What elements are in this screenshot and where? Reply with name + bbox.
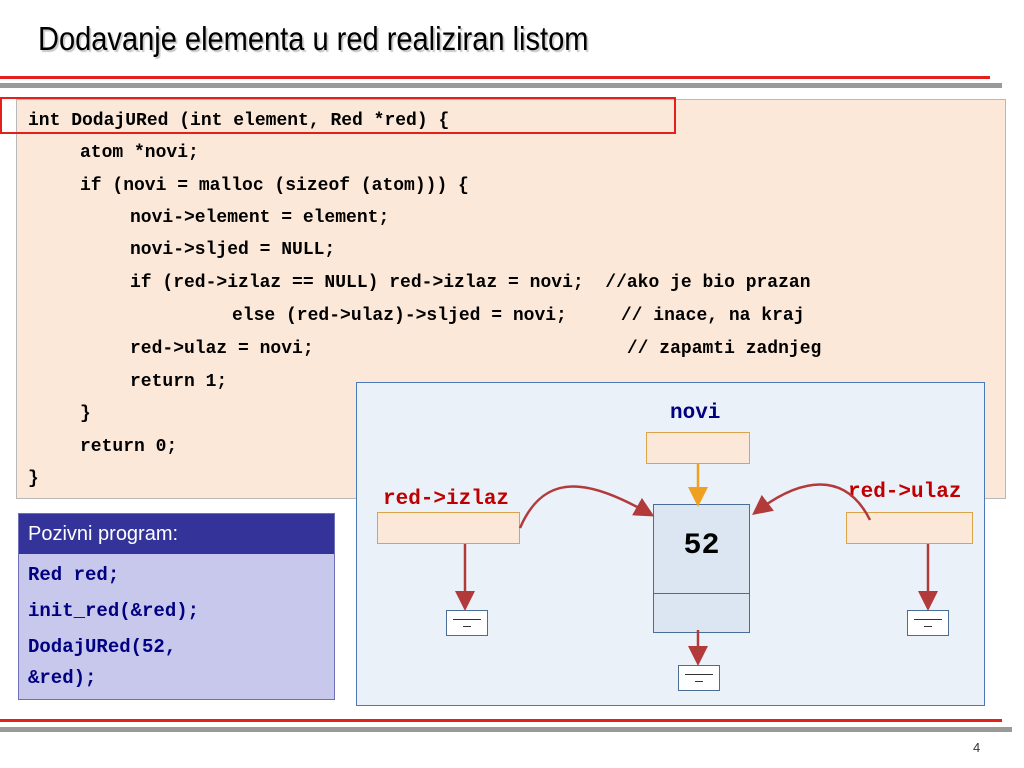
code-line: novi->element = element; xyxy=(130,208,390,228)
footer-rule-red xyxy=(0,719,1002,722)
page-number: 4 xyxy=(973,740,981,755)
pointer-izlaz-box xyxy=(377,512,520,544)
caller-line: &red); xyxy=(28,667,97,689)
label-novi: novi xyxy=(670,402,721,425)
code-line: int DodajURed (int element, Red *red) { xyxy=(28,111,450,131)
code-line: } xyxy=(28,469,39,489)
code-line: } xyxy=(80,404,91,424)
node-divider xyxy=(654,593,749,594)
code-line: novi->sljed = NULL; xyxy=(130,240,336,260)
code-line: return 1; xyxy=(130,372,228,392)
label-red-ulaz: red->ulaz xyxy=(848,481,962,504)
null-ground-icon xyxy=(446,610,488,636)
code-line: if (novi = malloc (sizeof (atom))) { xyxy=(80,176,469,196)
caller-panel: Pozivni program: Red red; init_red(&red)… xyxy=(18,513,335,700)
null-ground-icon xyxy=(907,610,949,636)
code-line: else (red->ulaz)->sljed = novi; // inace… xyxy=(232,306,805,326)
pointer-ulaz-box xyxy=(846,512,973,544)
null-ground-icon xyxy=(678,665,720,691)
label-red-izlaz: red->izlaz xyxy=(383,488,510,511)
function-signature-highlight xyxy=(0,97,676,134)
footer-rule-gray xyxy=(0,727,1012,732)
code-line: red->ulaz = novi; // zapamti zadnjeg xyxy=(130,339,822,359)
code-line: if (red->izlaz == NULL) red->izlaz = nov… xyxy=(130,273,811,293)
pointer-novi-box xyxy=(646,432,750,464)
title-rule-gray xyxy=(0,83,1002,88)
list-node: 52 xyxy=(653,504,750,633)
caller-line: Red red; xyxy=(28,564,120,586)
node-value: 52 xyxy=(683,529,720,563)
caller-heading: Pozivni program: xyxy=(19,514,334,554)
caller-line: init_red(&red); xyxy=(28,600,200,622)
slide-title: Dodavanje elementa u red realiziran list… xyxy=(38,20,589,57)
code-line: atom *novi; xyxy=(80,143,199,163)
code-line: return 0; xyxy=(80,437,178,457)
title-rule-red xyxy=(0,76,990,79)
caller-line: DodajURed(52, xyxy=(28,636,177,658)
